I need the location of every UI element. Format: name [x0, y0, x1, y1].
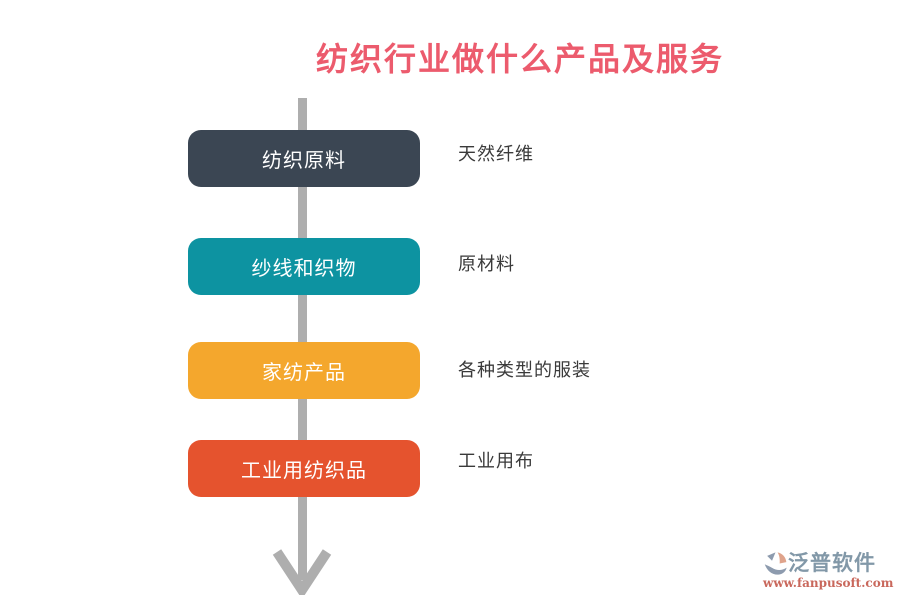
step-description: 天然纤维	[458, 144, 534, 165]
step-description: 原材料	[458, 254, 515, 275]
step-description: 工业用布	[458, 451, 534, 472]
step-label: 家纺产品	[262, 360, 346, 384]
step-label: 纺织原料	[262, 148, 346, 172]
step-box-textile-raw-materials: 纺织原料	[188, 130, 420, 187]
flow-arrow-shaft	[298, 98, 307, 580]
page-title: 纺织行业做什么产品及服务	[315, 40, 724, 78]
vendor-url: www.fanpusoft.com	[763, 576, 894, 590]
vendor-watermark: 泛普软件 www.fanpusoft.com	[763, 551, 893, 590]
step-label: 纱线和织物	[251, 256, 357, 280]
step-box-industrial-textiles: 工业用纺织品	[188, 440, 420, 497]
step-box-home-textiles: 家纺产品	[188, 342, 420, 399]
step-label: 工业用纺织品	[241, 458, 367, 482]
fanpu-logo-icon	[764, 552, 787, 575]
step-description: 各种类型的服装	[458, 360, 591, 381]
down-arrow-icon	[272, 549, 332, 595]
step-box-yarn-and-fabric: 纱线和织物	[188, 238, 420, 295]
vendor-brand-name: 泛普软件	[788, 551, 876, 575]
